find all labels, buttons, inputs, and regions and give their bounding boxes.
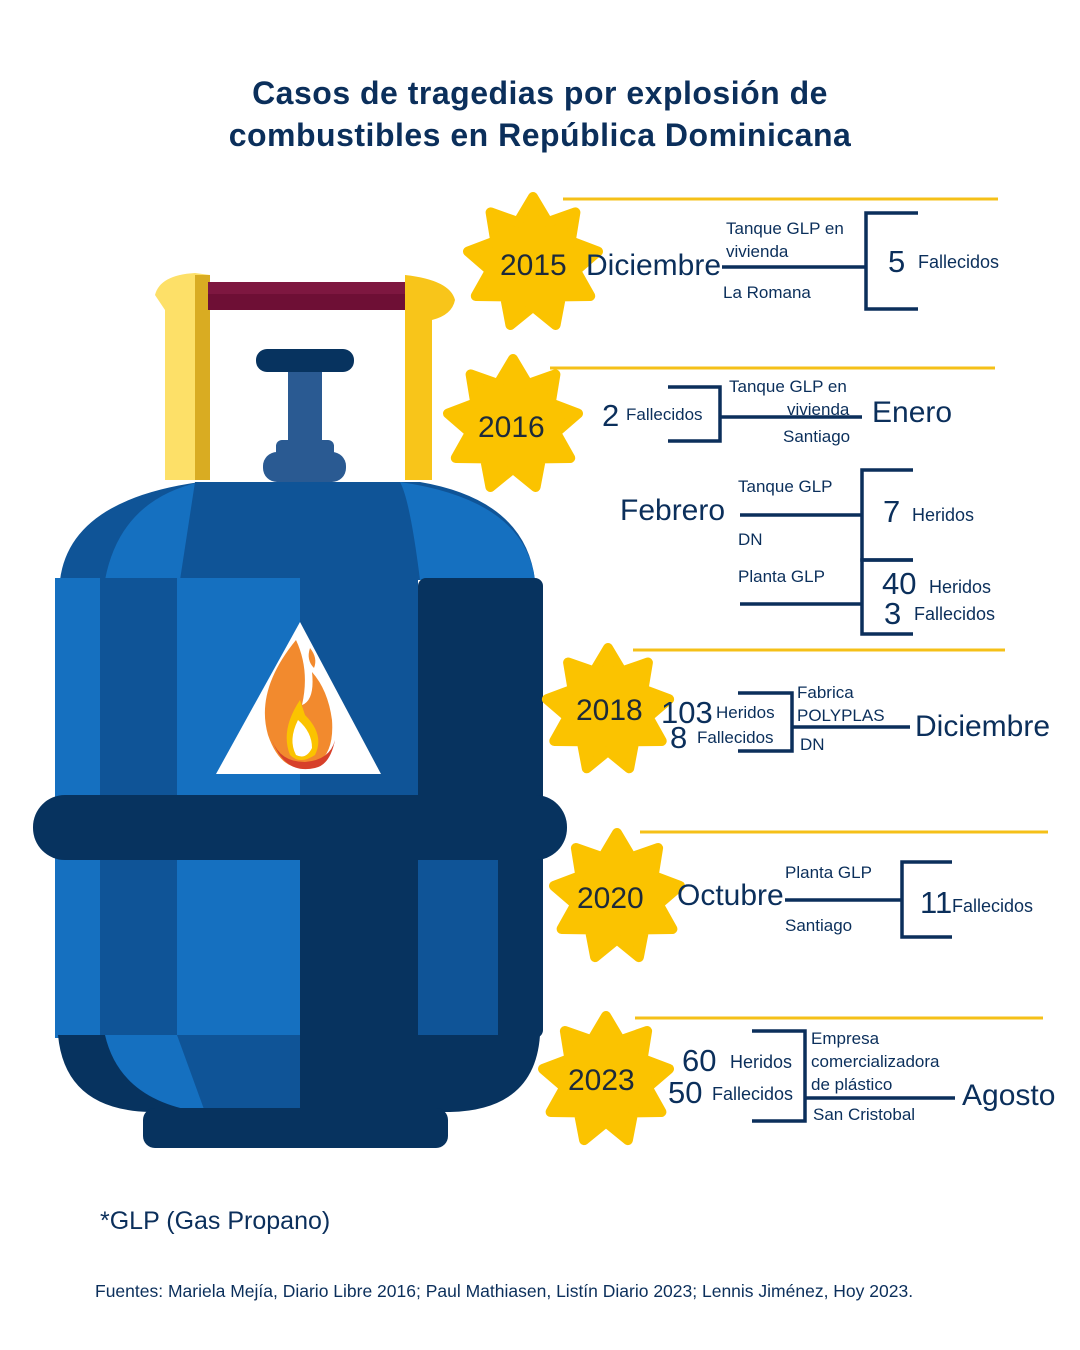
- place-label: Tanque GLP en: [729, 377, 847, 396]
- count-label: Heridos: [929, 577, 992, 597]
- count-label: Fallecidos: [712, 1084, 794, 1104]
- footnote: *GLP (Gas Propano): [100, 1207, 331, 1235]
- sun-badge-2023: [538, 1011, 674, 1146]
- count-number: 8: [670, 720, 688, 755]
- location-label: La Romana: [723, 283, 811, 302]
- location-label: Santiago: [783, 427, 851, 446]
- sun-badge-2015: [463, 192, 603, 330]
- place-label: Fabrica: [797, 683, 854, 702]
- place-label: Planta GLP: [785, 863, 872, 882]
- place-label: de plástico: [811, 1075, 893, 1094]
- year-label: 2020: [577, 882, 644, 915]
- count-label: Fallecidos: [914, 604, 996, 624]
- page-title: Casos de tragedias por explosión de comb…: [0, 72, 1080, 156]
- month-label: Octubre: [677, 879, 784, 912]
- count-label: Fallecidos: [626, 405, 703, 424]
- count-label: Fallecidos: [952, 896, 1034, 916]
- year-label: 2016: [478, 411, 545, 444]
- month-label: Enero: [872, 396, 953, 429]
- location-label: San Cristobal: [813, 1105, 916, 1124]
- month-label: Diciembre: [915, 710, 1051, 743]
- location-label: DN: [738, 530, 763, 549]
- connector-planta: [740, 558, 913, 636]
- location-label: DN: [800, 735, 825, 754]
- year-label: 2023: [568, 1064, 635, 1097]
- connector-2023: [752, 1029, 955, 1123]
- count-number: 5: [888, 244, 906, 279]
- year-label: 2015: [500, 249, 567, 282]
- place-label: POLYPLAS: [797, 706, 885, 725]
- tank-handle: [155, 273, 455, 480]
- count-number: 3: [884, 596, 902, 631]
- place-label: Tanque GLP en: [726, 219, 844, 238]
- title-line-1: Casos de tragedias por explosión de: [252, 75, 828, 111]
- count-number: 60: [682, 1043, 717, 1078]
- count-number: 7: [883, 494, 901, 529]
- tank-band: [33, 795, 567, 860]
- count-number: 50: [668, 1075, 703, 1110]
- connector-2020: [785, 860, 952, 939]
- connectors: [668, 211, 955, 1123]
- place-label: Tanque GLP: [738, 477, 833, 496]
- year-dividers: [550, 197, 1048, 1020]
- count-label: Heridos: [730, 1052, 793, 1072]
- connector-2016: [668, 385, 862, 443]
- month-label: Febrero: [620, 494, 726, 527]
- count-label: Fallecidos: [918, 252, 1000, 272]
- place-label: comercializadora: [811, 1052, 940, 1071]
- tank-foot: [143, 1108, 448, 1148]
- title-line-2: combustibles en República Dominicana: [228, 117, 852, 153]
- count-number: 103: [661, 695, 713, 730]
- sun-badge-2018: [541, 643, 675, 774]
- place-label: Empresa: [811, 1029, 880, 1048]
- count-label: Heridos: [716, 703, 775, 722]
- sources: Fuentes: Mariela Mejía, Diario Libre 201…: [95, 1281, 914, 1301]
- tank-valve: [256, 349, 354, 482]
- month-label: Agosto: [962, 1079, 1056, 1112]
- month-label: Diciembre: [586, 249, 722, 282]
- connector-2015: [722, 211, 918, 311]
- sun-badge-2016: [443, 354, 583, 492]
- flame-warning-icon: [216, 622, 381, 774]
- place-label: vivienda: [787, 400, 850, 419]
- place-label: vivienda: [726, 242, 789, 261]
- count-label: Fallecidos: [697, 728, 774, 747]
- year-label: 2018: [576, 694, 643, 727]
- connector-2018: [738, 691, 910, 753]
- count-number: 2: [602, 398, 620, 433]
- count-number: 11: [920, 885, 953, 920]
- count-number: 40: [882, 566, 917, 601]
- place-label: Planta GLP: [738, 567, 825, 586]
- sun-badge-2020: [549, 828, 685, 963]
- location-label: Santiago: [785, 916, 853, 935]
- count-label: Heridos: [912, 505, 975, 525]
